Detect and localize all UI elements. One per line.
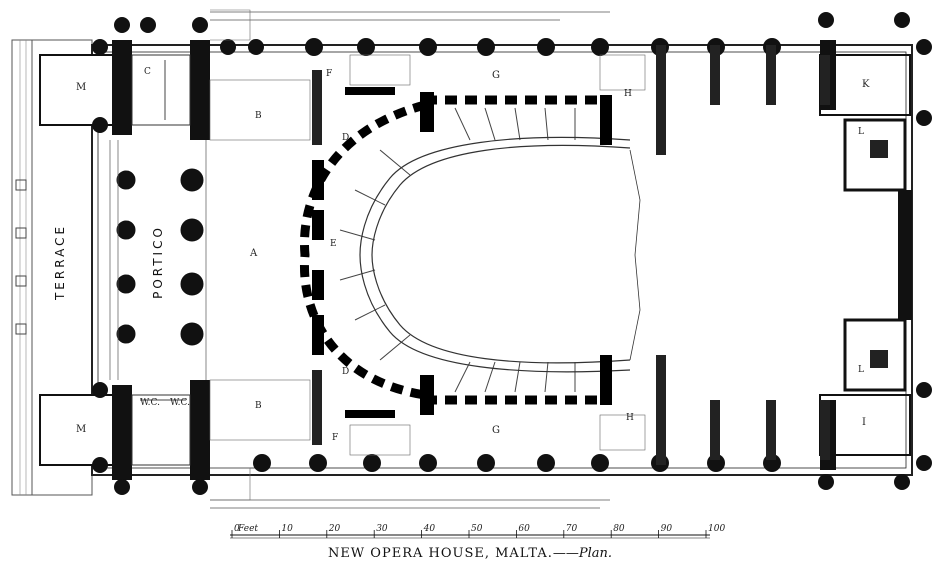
label-a: A [249,248,258,259]
box-ring-outer [299,95,610,405]
scale-tick-label: 40 [423,524,436,534]
scale-tick-label: 100 [708,524,725,534]
ring-front-piers [312,87,612,418]
scale-unit: Feet [237,524,258,534]
scale-bar: 0 10 20 30 40 50 60 70 80 90 100 Feet [230,524,725,539]
caption-title: NEW OPERA HOUSE, MALTA. [327,546,553,561]
box-partitions [339,107,576,393]
label-wc-1: W.C. [140,398,160,408]
label-portico: PORTICO [151,225,165,299]
side-piers [312,45,830,465]
building-outline [91,44,913,476]
exterior-columns-top [92,12,932,133]
label-d-top: D [342,133,349,143]
label-h-bottom: H [626,413,634,423]
label-d-bottom: D [342,367,349,377]
label-e: E [330,239,337,249]
exterior-columns-bottom [92,382,932,495]
label-k: K [862,79,870,90]
scale-tick-label: 90 [661,524,673,534]
scale-tick-label: 10 [281,524,293,534]
label-wc-2: W.C. [170,398,190,408]
right-pavilions [819,40,912,470]
label-terrace: TERRACE [53,224,67,301]
label-f-bottom: F [332,433,338,443]
scale-tick-label: 80 [613,524,625,534]
stairs [209,9,646,501]
label-i: I [862,417,866,428]
label-b-top: B [255,111,262,121]
left-pavilions [39,40,210,480]
scale-tick-label: 60 [518,524,530,534]
caption-separator: —— [552,546,579,561]
label-f-top: F [326,69,332,79]
caption-subtitle: Plan. [578,546,613,561]
scale-tick-label: 30 [376,524,388,534]
label-m-bottom: M [76,424,86,435]
label-g-bottom: G [492,425,500,436]
scale-tick-label: 70 [566,524,578,534]
label-l-top: L [858,127,864,137]
auditorium-horseshoe [359,136,641,373]
scale-tick-label: 20 [328,524,341,534]
plan-caption: NEW OPERA HOUSE, MALTA.——Plan. [0,546,940,561]
label-h-top: H [624,89,632,99]
scale-ticks: 0 10 20 30 40 50 60 70 80 90 100 Feet [231,524,725,538]
label-c-top: C [144,67,151,77]
label-b-bottom: B [255,401,262,411]
scale-tick-label: 0 [234,524,240,534]
label-m-top: M [76,82,86,93]
label-g-top: G [492,70,500,81]
exterior-rails [210,11,610,509]
scale-tick-label: 50 [471,524,483,534]
label-l-bottom: L [858,365,864,375]
portico-columns [116,168,204,346]
portico-lines [109,140,207,380]
room-labels: M M C B B A D D E F F G G H H K I L L W.… [76,67,870,443]
